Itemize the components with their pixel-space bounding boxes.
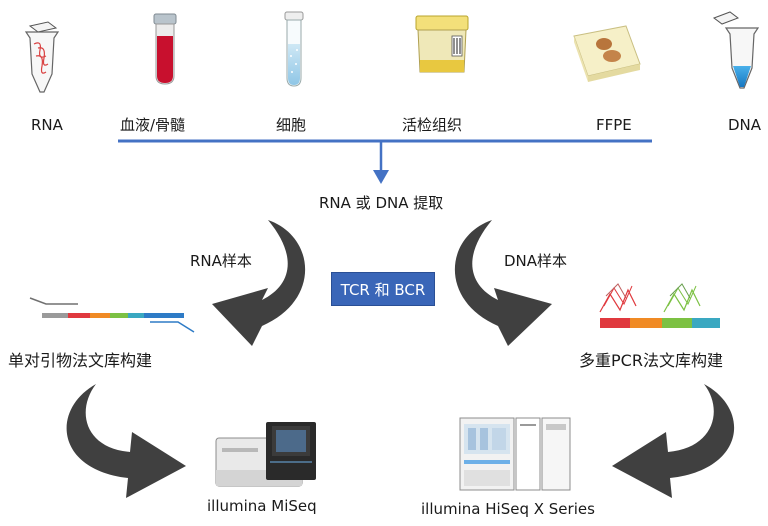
blood-tube-icon (153, 13, 177, 85)
right-lower-curved-arrow (612, 384, 735, 498)
source-label-dna: DNA (728, 116, 762, 134)
tissue-cup-icon (415, 15, 469, 73)
hiseq-instrument-icon (459, 417, 571, 491)
left-lower-curved-arrow (66, 384, 186, 498)
rna-sample-label: RNA样本 (190, 252, 252, 270)
single-primer-library-icon (29, 297, 195, 333)
right-method-label: 多重PCR法文库构建 (579, 351, 723, 370)
right-curved-arrow (454, 220, 552, 346)
cell-tube-icon (284, 11, 304, 87)
miseq-instrument-icon (215, 422, 316, 487)
source-connector (118, 139, 652, 184)
source-label-cell: 细胞 (276, 116, 307, 134)
dna-tube-icon (712, 11, 760, 89)
left-platform-label: illumina MiSeq (207, 497, 317, 515)
source-label-ffpe: FFPE (596, 116, 632, 134)
right-platform-label: illumina HiSeq X Series (421, 500, 595, 518)
dna-sample-label: DNA样本 (504, 252, 568, 270)
extraction-label: RNA 或 DNA 提取 (319, 194, 444, 212)
ffpe-block-icon (573, 25, 641, 82)
rna-tube-icon (24, 21, 60, 93)
left-curved-arrow (212, 220, 306, 346)
multiplex-pcr-library-icon (599, 283, 720, 328)
source-label-blood: 血液/骨髓 (120, 116, 186, 134)
source-label-tissue: 活检组织 (402, 116, 463, 134)
left-method-label: 单对引物法文库构建 (8, 351, 153, 370)
target-badge: TCR 和 BCR (331, 272, 435, 306)
source-label-rna: RNA (31, 116, 63, 134)
